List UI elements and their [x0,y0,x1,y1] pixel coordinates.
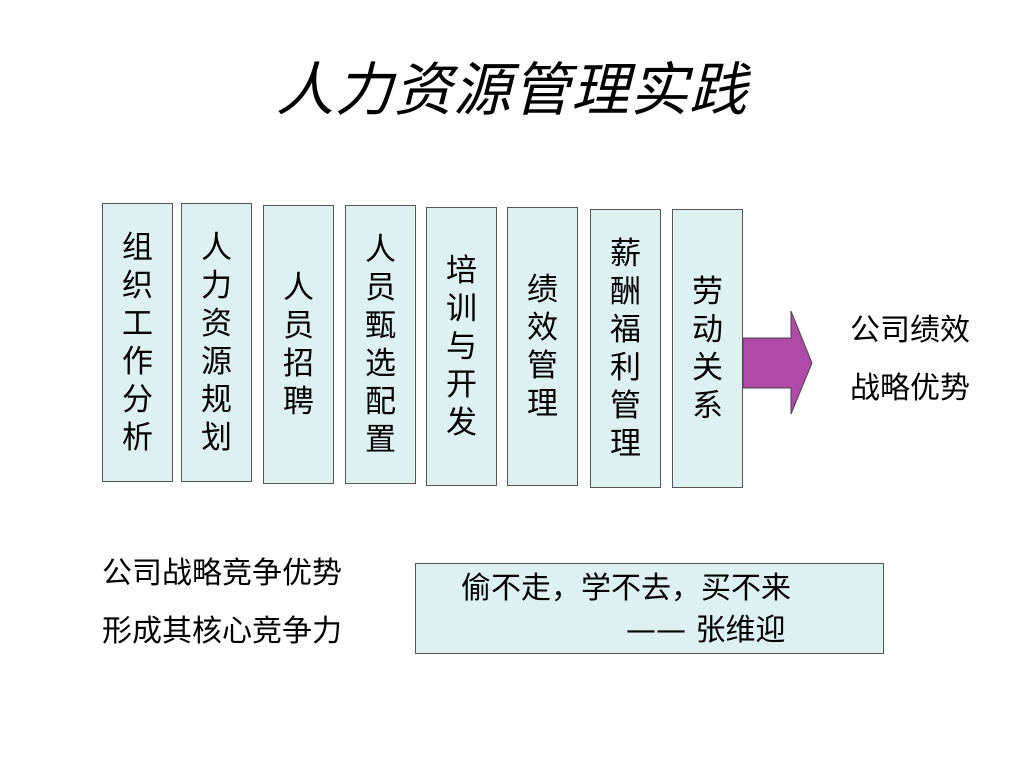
advantage-line-competitive: 公司战略竞争优势 [102,556,342,591]
practice-label: 人员招聘 [283,269,314,421]
practice-label-char: 管 [527,347,558,384]
practice-label-char: 作 [122,343,153,380]
practice-label-char: 源 [201,343,232,380]
practice-box-training: 培训与开发 [426,207,497,486]
practice-box-performance: 绩效管理 [507,207,578,486]
practice-box-job-analysis: 组织工作分析 [102,203,173,482]
advantage-text: 公司战略竞争优势 形成其核心竞争力 [102,545,342,661]
outcome-text: 公司绩效 战略优势 [850,302,970,418]
practice-label-char: 关 [692,349,723,386]
practice-label-char: 绩 [527,271,558,308]
practice-label-char: 劳 [692,273,723,310]
practice-label: 劳动关系 [692,273,723,425]
practice-label-char: 力 [201,267,232,304]
practice-label-char: 开 [446,366,477,403]
practice-label: 人员甄选配置 [365,231,396,459]
practice-label: 人力资源规划 [201,229,232,457]
practice-label-char: 甄 [365,307,396,344]
practice-box-recruitment: 人员招聘 [263,205,334,484]
practice-label: 薪酬福利管理 [610,235,641,463]
practice-label-char: 人 [201,229,232,266]
practice-label-char: 管 [610,387,641,424]
practice-label-char: 工 [122,305,153,342]
practice-label: 组织工作分析 [122,229,153,457]
practice-label-char: 析 [122,419,153,456]
practice-label-char: 员 [365,269,396,306]
quote-text: 偷不走，学不去，买不来 [461,571,791,606]
practice-label-char: 效 [527,309,558,346]
practice-box-labor-relations: 劳动关系 [672,209,743,488]
practice-label-char: 人 [283,269,314,306]
practice-label-char: 人 [365,231,396,268]
practice-label-char: 聘 [283,383,314,420]
practice-label-char: 理 [610,425,641,462]
practice-label-char: 酬 [610,273,641,310]
practice-label-char: 组 [122,229,153,266]
practice-label-char: 选 [365,345,396,382]
practice-label-char: 招 [283,345,314,382]
practice-label-char: 培 [446,252,477,289]
quote-attribution: —— 张维迎 [626,613,786,648]
quote-box: 偷不走，学不去，买不来 —— 张维迎 [415,563,884,654]
practice-label-char: 员 [283,307,314,344]
practice-label-char: 分 [122,381,153,418]
practice-box-compensation: 薪酬福利管理 [590,209,661,488]
advantage-line-core-competence: 形成其核心竞争力 [102,614,342,649]
practice-label-char: 薪 [610,235,641,272]
practice-label-char: 与 [446,328,477,365]
practice-label-char: 理 [527,385,558,422]
practice-label-char: 配 [365,383,396,420]
practice-label-char: 资 [201,305,232,342]
practice-box-selection: 人员甄选配置 [345,205,416,484]
practice-label-char: 规 [201,381,232,418]
right-arrow-icon [742,310,813,415]
practice-label-char: 发 [446,404,477,441]
outcome-line-strategic-advantage: 战略优势 [850,371,970,406]
practice-box-hr-planning: 人力资源规划 [181,203,252,482]
practice-label-char: 划 [201,419,232,456]
outcome-line-performance: 公司绩效 [850,313,970,348]
practice-label: 培训与开发 [446,252,477,442]
practice-label-char: 动 [692,311,723,348]
practice-label: 绩效管理 [527,271,558,423]
practice-label-char: 利 [610,349,641,386]
practice-label-char: 福 [610,311,641,348]
slide-title: 人力资源管理实践 [275,56,748,124]
practice-label-char: 置 [365,421,396,458]
practice-label-char: 训 [446,290,477,327]
practice-label-char: 织 [122,267,153,304]
practice-label-char: 系 [692,387,723,424]
